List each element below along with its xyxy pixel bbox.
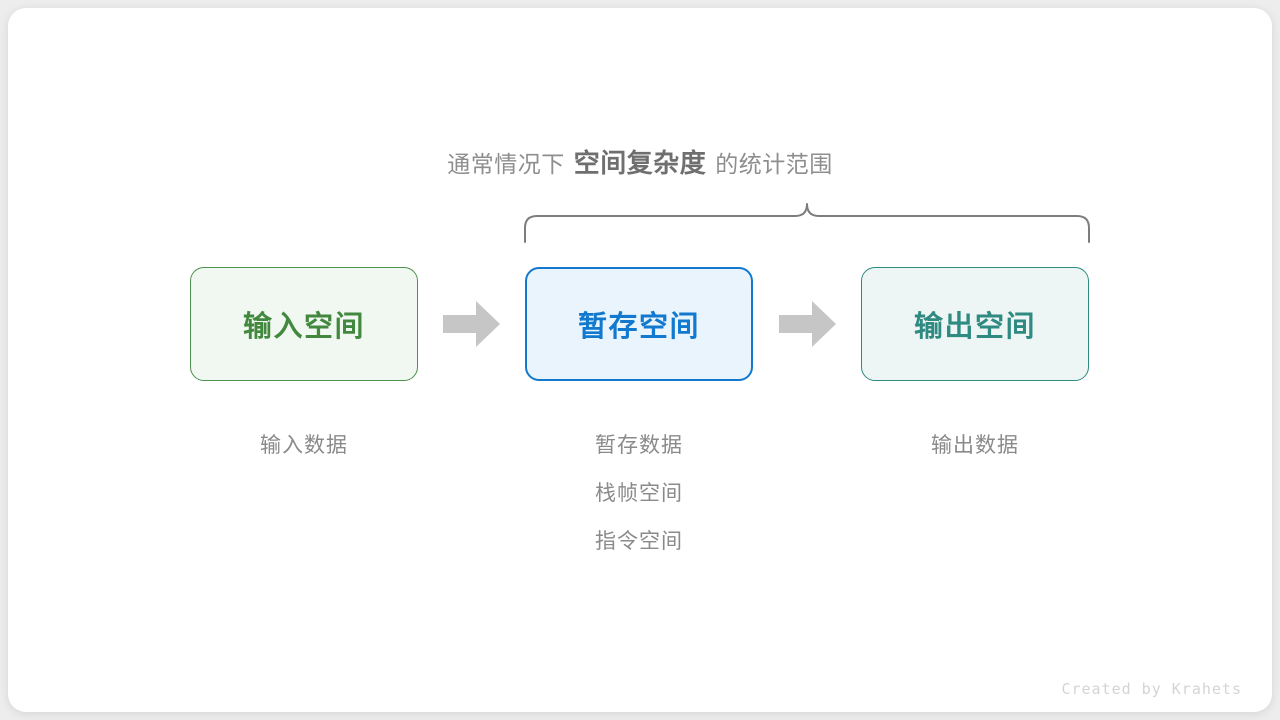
sublabel-item: 栈帧空间 — [595, 482, 683, 505]
arrow-right-icon — [443, 301, 500, 347]
sublabel-item: 输出数据 — [931, 434, 1019, 457]
box-temp-space[interactable]: 暂存空间 — [525, 267, 753, 381]
arrow-right-icon — [779, 301, 836, 347]
sublabel-item: 输入数据 — [260, 434, 348, 457]
caption-suffix: 的统计范围 — [715, 151, 833, 177]
caption-prefix: 通常情况下 — [447, 151, 565, 177]
caption-emphasis: 空间复杂度 — [573, 148, 707, 178]
watermark: Created by Krahets — [1061, 680, 1242, 698]
box-temp-space-label: 暂存空间 — [577, 311, 700, 343]
box-output-space-label: 输出空间 — [913, 311, 1036, 343]
scope-caption: 通常情况下空间复杂度的统计范围 — [0, 150, 1280, 176]
sublabels-temp-space: 暂存数据 栈帧空间 指令空间 — [525, 422, 753, 566]
box-output-space[interactable]: 输出空间 — [861, 267, 1089, 381]
sublabels-output-space: 输出数据 — [861, 422, 1089, 470]
sublabels-input-space: 输入数据 — [190, 422, 418, 470]
sublabel-item: 指令空间 — [595, 530, 683, 553]
scope-brace-icon — [524, 203, 1090, 243]
box-input-space[interactable]: 输入空间 — [190, 267, 418, 381]
box-input-space-label: 输入空间 — [242, 311, 365, 343]
sublabel-item: 暂存数据 — [595, 434, 683, 457]
